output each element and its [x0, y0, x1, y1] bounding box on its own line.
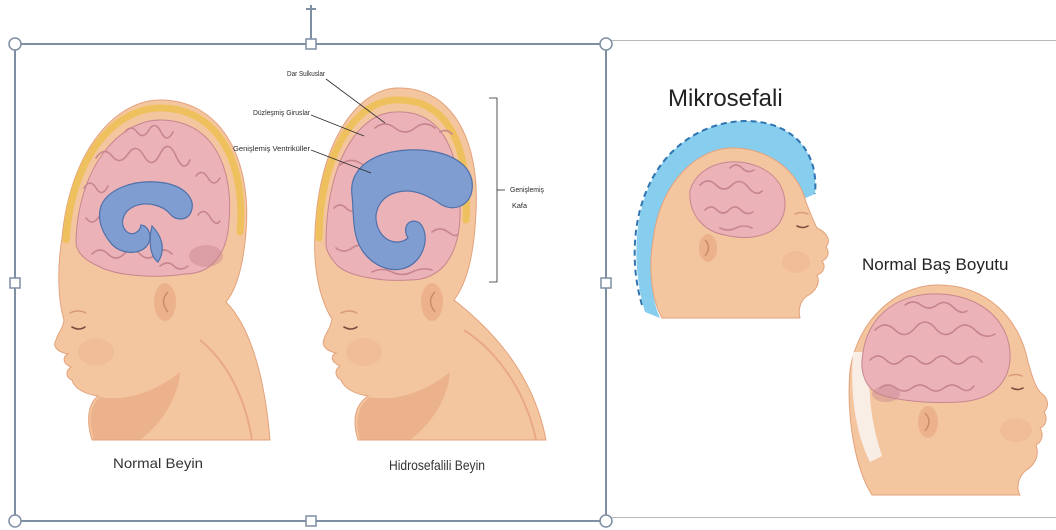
normal-size-cerebellum — [872, 386, 900, 402]
resize-handle-top[interactable] — [306, 39, 316, 49]
brain-comparison-illustration: Dar Sulkuslar Düzleşmiş Giruslar Genişle… — [15, 44, 606, 521]
label-duzlesmis-giruslar: Düzleşmiş Giruslar — [253, 110, 311, 117]
resize-handle-bottom[interactable] — [306, 516, 316, 526]
resize-handle-right[interactable] — [601, 278, 611, 288]
normal-baby-cheek — [78, 338, 114, 366]
rotate-handle-icon[interactable] — [306, 5, 316, 39]
resize-handle-top-right[interactable] — [600, 38, 612, 50]
hydrocephalus-baby-cheek — [346, 338, 382, 366]
selected-image-hydrocephalus[interactable]: Dar Sulkuslar Düzleşmiş Giruslar Genişle… — [15, 44, 606, 521]
caption-normal-beyin: Normal Beyin — [113, 455, 203, 471]
resize-handle-left[interactable] — [10, 278, 20, 288]
label-genislemis-kafa-line1: Genişlemiş — [510, 187, 544, 194]
caption-hidrosefalili-beyin: Hidrosefalili Beyin — [389, 457, 485, 473]
normal-baby-ear — [154, 283, 176, 321]
title-mikrosefali: Mikrosefali — [668, 85, 783, 112]
normal-size-baby-ear — [918, 406, 938, 438]
normal-size-baby-cheek — [1000, 418, 1032, 442]
image-microcephaly-comparison[interactable]: Mikrosefali Normal Baş Boyutu — [606, 40, 1056, 518]
hydrocephalus-baby-ear — [421, 283, 443, 321]
head-size-illustration: Mikrosefali Normal Baş Boyutu — [606, 40, 1056, 518]
title-normal-bas-boyutu: Normal Baş Boyutu — [862, 255, 1008, 274]
head-size-bracket — [489, 98, 497, 282]
resize-handle-bottom-right[interactable] — [600, 515, 612, 527]
microcephaly-baby-figure — [635, 121, 829, 318]
resize-handle-top-left[interactable] — [9, 38, 21, 50]
label-genislemis-kafa-line2: Kafa — [512, 203, 527, 210]
label-genislemis-ventrikuller: Genişlemiş Ventriküller — [233, 146, 311, 153]
resize-handle-bottom-left[interactable] — [9, 515, 21, 527]
hydrocephalus-baby-figure — [315, 88, 546, 440]
normal-head-baby-figure — [849, 285, 1047, 495]
label-dar-sulkuslar: Dar Sulkuslar — [287, 71, 326, 78]
normal-cerebellum — [189, 245, 223, 267]
microcephaly-baby-cheek — [782, 251, 810, 273]
